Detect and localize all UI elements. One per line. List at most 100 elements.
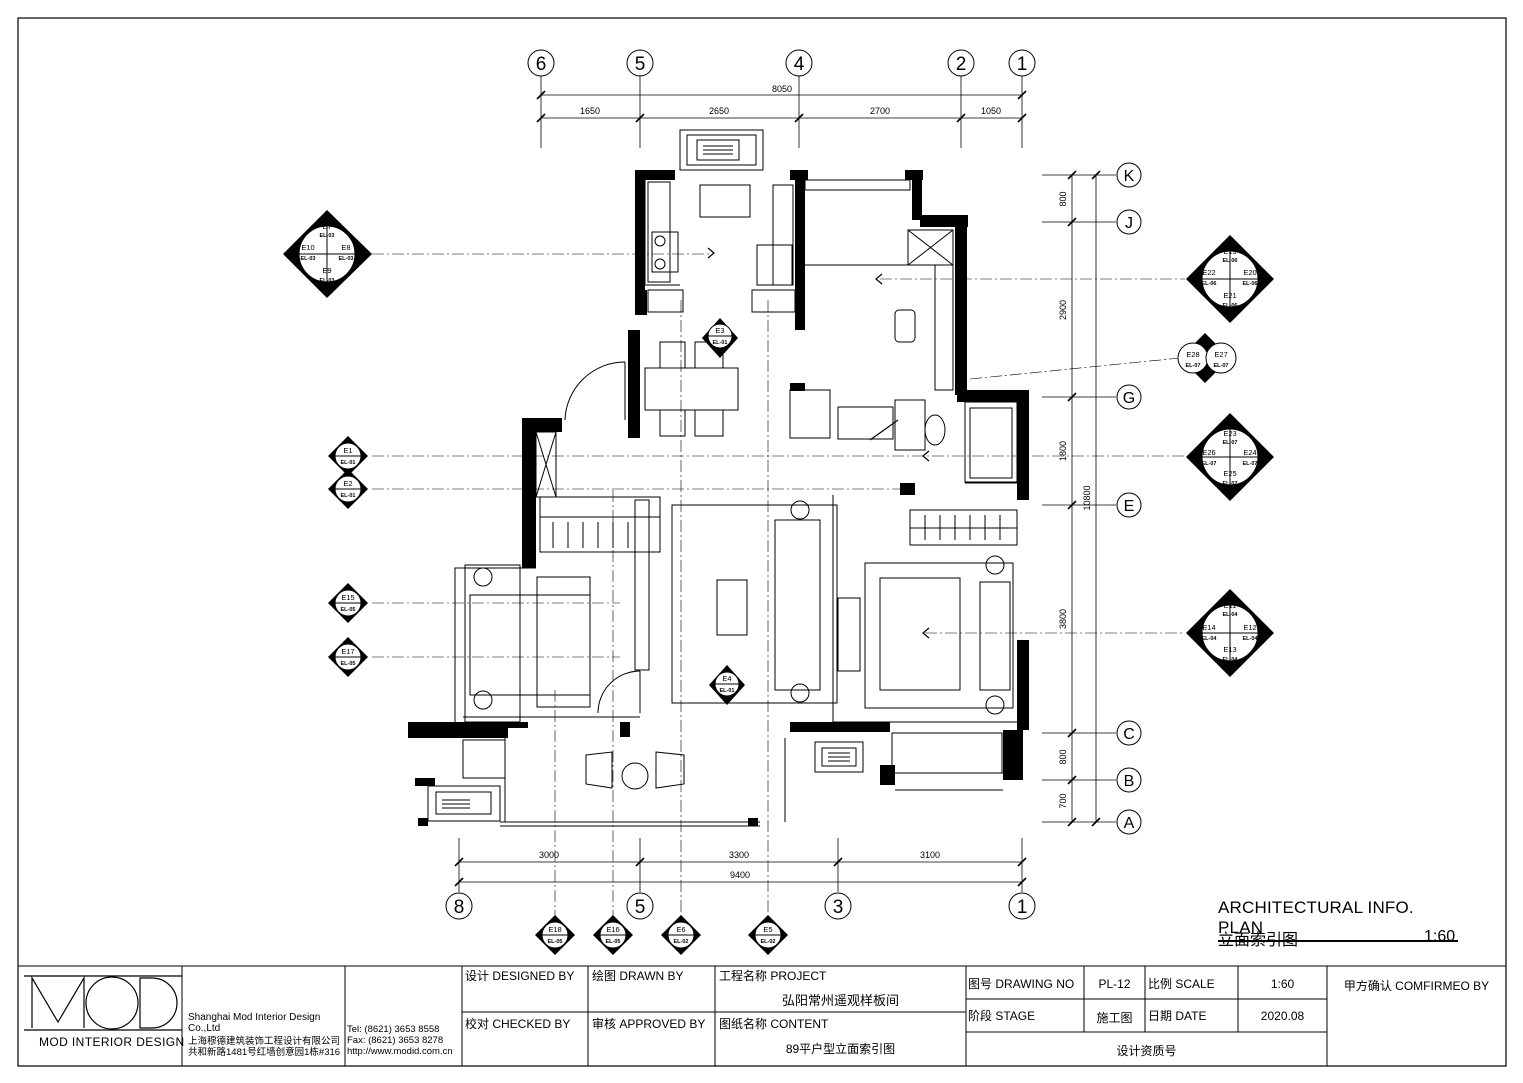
elevation-marker-E16: E16 EL-05	[593, 915, 633, 955]
company-tel: Tel: (8621) 3653 8558	[347, 1024, 440, 1035]
svg-text:E2: E2	[343, 479, 352, 488]
svg-text:E22: E22	[1202, 268, 1215, 277]
svg-text:E6: E6	[676, 925, 685, 934]
grid-label: 6	[536, 54, 547, 75]
dim-right: 2900	[1058, 300, 1068, 320]
svg-text:E15: E15	[341, 593, 354, 602]
svg-text:EL-06: EL-06	[1223, 258, 1238, 264]
content-value: 89平户型立面索引图	[785, 1042, 896, 1056]
dim-right: 800	[1058, 749, 1068, 764]
company-name-cn: 上海穆德建筑装饰工程设计有限公司 共和新路1481号红墙创意园1栋#316	[188, 1036, 340, 1058]
svg-text:E23: E23	[1223, 429, 1236, 438]
svg-text:EL-01: EL-01	[720, 688, 735, 694]
svg-text:E24: E24	[1243, 448, 1256, 457]
grid-label: 5	[635, 897, 646, 918]
svg-text:E5: E5	[763, 925, 772, 934]
grid-label: 1	[1017, 897, 1028, 918]
svg-text:EL-07: EL-07	[1214, 363, 1229, 369]
grid-bottom-8: 8	[445, 892, 473, 920]
date-label: 日期 DATE	[1148, 1009, 1207, 1023]
dim-bottom: 3300	[729, 850, 749, 860]
grid-top-5: 5	[626, 49, 654, 77]
svg-text:EL-06: EL-06	[1223, 303, 1238, 309]
svg-text:E20: E20	[1243, 268, 1256, 277]
grid-label: 1	[1017, 54, 1028, 75]
grid-label: 2	[956, 54, 967, 75]
svg-text:EL-05: EL-05	[548, 939, 563, 945]
grid-right-A: A	[1116, 809, 1142, 835]
svg-text:E18: E18	[548, 925, 561, 934]
svg-text:EL-01: EL-01	[341, 460, 356, 466]
svg-text:E4: E4	[722, 674, 731, 683]
elevation-marker-E2: E2 EL-01	[328, 469, 368, 509]
stage-label: 阶段 STAGE	[968, 1009, 1036, 1023]
svg-text:EL-05: EL-05	[341, 607, 356, 613]
confirm-label: 甲方确认 COMFIRMEO BY	[1343, 979, 1490, 993]
qualification-label: 设计资质号	[1116, 1044, 1177, 1058]
content-label: 图纸名称 CONTENT	[719, 1017, 829, 1031]
svg-text:EL-04: EL-04	[1202, 636, 1218, 642]
svg-text:EL-07: EL-07	[1202, 461, 1217, 467]
company-contact: Tel: (8621) 3653 8558 Fax: (8621) 3653 8…	[347, 1024, 453, 1057]
plan-scale: 1:60	[1424, 928, 1456, 945]
approved-by-label: 审核 APPROVED BY	[592, 1017, 706, 1031]
svg-text:EL-04: EL-04	[1243, 636, 1259, 642]
grid-label: 5	[635, 54, 646, 75]
svg-text:E8: E8	[341, 243, 350, 252]
svg-text:E16: E16	[606, 925, 619, 934]
svg-text:EL-07: EL-07	[1223, 481, 1238, 487]
grid-top-1: 1	[1008, 49, 1036, 77]
elevation-marker-E1: E1 EL-01	[328, 436, 368, 476]
grid-bottom-1: 1	[1008, 892, 1036, 920]
elevation-marker-E19-E22: E19 EL-06 E20 EL-06 E21 EL-06 E22 EL-06	[1186, 235, 1274, 323]
scale-label: 比例 SCALE	[1148, 977, 1215, 991]
elevation-marker-E18: E18 EL-05	[535, 915, 575, 955]
grid-label: J	[1125, 215, 1133, 232]
grid-right-C: C	[1116, 720, 1142, 746]
grid-label: 8	[454, 897, 465, 918]
elevation-marker-E17: E17 EL-05	[328, 637, 368, 677]
dim-top-total: 8050	[772, 84, 792, 94]
dim-bottom-total: 9400	[730, 870, 750, 880]
svg-text:E19: E19	[1223, 247, 1236, 256]
dim-right: 700	[1058, 793, 1068, 808]
svg-text:EL-04: EL-04	[1223, 657, 1239, 663]
project-value: 弘阳常州遥观样板间	[781, 993, 899, 1008]
elevation-marker-E23-E26: E23 EL-07 E24 EL-07 E25 EL-07 E26 EL-07	[1186, 413, 1274, 501]
svg-text:EL-02: EL-02	[674, 939, 689, 945]
drawn-by-label: 绘图 DRAWN BY	[592, 969, 684, 983]
svg-text:E25: E25	[1223, 469, 1236, 478]
elevation-marker-E7-E10: E7 EL-03 E8 EL-03 E9 EL-03 E10 EL-03	[283, 210, 372, 298]
grid-label: A	[1124, 815, 1135, 832]
svg-text:EL-07: EL-07	[1243, 461, 1258, 467]
dim-top: 1050	[981, 106, 1001, 116]
svg-text:E27: E27	[1214, 350, 1227, 359]
svg-text:EL-02: EL-02	[761, 939, 776, 945]
plan-subtitle: 立面索引图	[1218, 932, 1299, 949]
svg-text:EL-05: EL-05	[341, 661, 356, 667]
svg-text:E7: E7	[322, 222, 331, 231]
checked-by-label: 校对 CHECKED BY	[465, 1017, 571, 1031]
svg-text:EL-03: EL-03	[320, 233, 335, 239]
svg-text:EL-03: EL-03	[320, 278, 335, 284]
svg-text:E17: E17	[341, 647, 354, 656]
grid-right-G: G	[1116, 384, 1142, 410]
dim-top: 2650	[709, 106, 729, 116]
company-fax: Fax: (8621) 3653 8278	[347, 1035, 444, 1046]
svg-text:EL-07: EL-07	[1223, 440, 1238, 446]
grid-top-4: 4	[785, 49, 813, 77]
grid-right-E: E	[1116, 492, 1142, 518]
svg-text:E28: E28	[1186, 350, 1199, 359]
svg-text:E3: E3	[715, 326, 724, 335]
drawing-no-value: PL-12	[1098, 977, 1131, 991]
svg-text:E11: E11	[1224, 601, 1237, 610]
svg-text:EL-06: EL-06	[1202, 281, 1217, 287]
dim-bottom: 3100	[920, 850, 940, 860]
svg-text:EL-03: EL-03	[339, 256, 354, 262]
grid-label: C	[1123, 726, 1135, 743]
grid-label: K	[1124, 168, 1135, 185]
svg-text:EL-01: EL-01	[713, 340, 728, 346]
dim-right-total: 10800	[1082, 485, 1092, 510]
drawing-no-label: 图号 DRAWING NO	[968, 977, 1075, 991]
